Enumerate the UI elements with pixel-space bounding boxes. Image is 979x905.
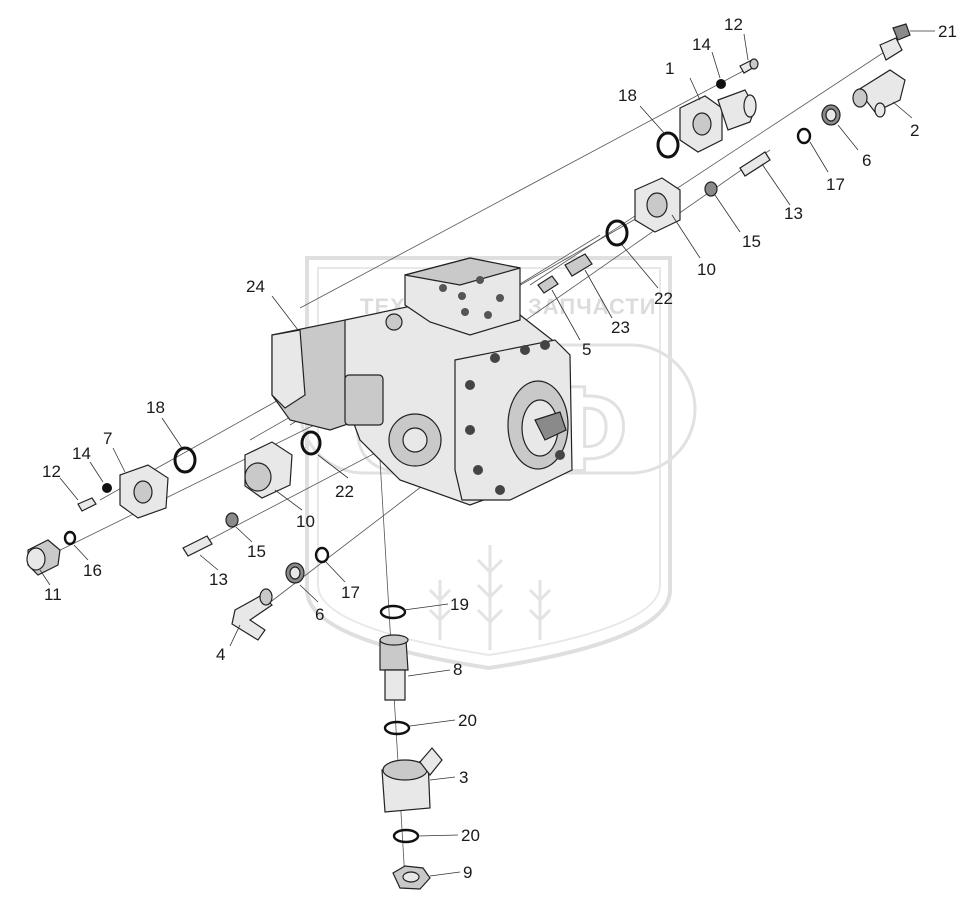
callout-15-top: 15 bbox=[742, 232, 761, 251]
part-5-fitting bbox=[537, 275, 559, 294]
part-22-oring-top bbox=[605, 219, 629, 247]
callout-23: 23 bbox=[611, 318, 630, 337]
part-17-oring-left bbox=[314, 546, 330, 564]
part-7-flange-plate bbox=[119, 464, 169, 519]
top-plug bbox=[385, 313, 403, 331]
callout-13-left: 13 bbox=[209, 570, 228, 589]
part-3-banjo bbox=[381, 747, 443, 813]
left-parts bbox=[26, 430, 330, 641]
part-18-oring-top bbox=[656, 131, 680, 159]
callout-18-top: 18 bbox=[618, 86, 637, 105]
main-pump-assembly bbox=[271, 257, 573, 506]
callout-22-mid: 22 bbox=[335, 482, 354, 501]
part-18-oring-left bbox=[173, 446, 197, 474]
callout-1: 1 bbox=[665, 59, 674, 78]
callout-13-top: 13 bbox=[784, 204, 803, 223]
part-20-oring-bottom bbox=[392, 828, 420, 844]
callout-24: 24 bbox=[246, 277, 265, 296]
part-4-elbow bbox=[231, 588, 273, 641]
side-valve-block bbox=[344, 374, 384, 426]
watermark-right-text: ЗАПЧАСТИ bbox=[528, 294, 657, 319]
part-6-nut-top bbox=[821, 104, 841, 126]
part-15-washer-left bbox=[225, 512, 239, 528]
part-14-ball-top bbox=[716, 79, 726, 89]
part-19-oring bbox=[379, 604, 407, 620]
callout-22-top: 22 bbox=[654, 289, 673, 308]
bottom-parts bbox=[379, 604, 443, 890]
watermark-shield-inner bbox=[317, 267, 661, 657]
callout-18-left: 18 bbox=[146, 398, 165, 417]
drive-shaft bbox=[534, 411, 567, 441]
front-flange-bolts bbox=[465, 340, 565, 495]
callout-10-left: 10 bbox=[296, 512, 315, 531]
part-1-flange-elbow bbox=[679, 89, 757, 153]
callout-8: 8 bbox=[453, 660, 462, 679]
callout-6-left: 6 bbox=[315, 605, 324, 624]
part-10-flange-left bbox=[244, 441, 293, 499]
callout-11: 11 bbox=[44, 585, 62, 604]
part-12-screw-left bbox=[77, 497, 97, 512]
callout-14-top: 14 bbox=[692, 35, 711, 54]
part-23-fitting bbox=[564, 253, 593, 277]
part-13-pin-top bbox=[739, 151, 771, 177]
callout-14-left: 14 bbox=[72, 444, 91, 463]
callout-3: 3 bbox=[459, 768, 468, 787]
part-16-oring bbox=[63, 530, 77, 546]
callout-labels: 12 14 21 1 18 2 6 17 13 15 10 22 23 5 24… bbox=[42, 15, 957, 882]
part-20-oring-top bbox=[383, 720, 411, 736]
part-2-tee-fitting bbox=[852, 37, 906, 118]
upper-parts bbox=[537, 23, 911, 294]
callout-20-top: 20 bbox=[458, 711, 477, 730]
callout-17-top: 17 bbox=[826, 175, 845, 194]
part-21-cap bbox=[892, 23, 911, 41]
part-12-screw-top bbox=[739, 58, 759, 74]
callout-5: 5 bbox=[582, 340, 591, 359]
part-9-nut bbox=[392, 865, 431, 890]
part-22-oring-mid bbox=[300, 430, 322, 456]
callout-12-top: 12 bbox=[724, 15, 743, 34]
leader-lines bbox=[39, 30, 935, 877]
callout-21: 21 bbox=[938, 22, 957, 41]
part-13-pin-left bbox=[182, 535, 213, 557]
callout-20-bottom: 20 bbox=[461, 826, 480, 845]
part-15-washer-top bbox=[704, 181, 718, 197]
part-6-nut-left bbox=[285, 562, 305, 584]
callout-4: 4 bbox=[216, 645, 225, 664]
side-port-inner bbox=[402, 427, 428, 453]
part-14-ball-left bbox=[102, 483, 112, 493]
control-block-top bbox=[404, 257, 521, 286]
callout-6-top: 6 bbox=[862, 151, 871, 170]
part-17-oring-top bbox=[796, 127, 812, 145]
callout-17-left: 17 bbox=[341, 583, 360, 602]
part-11-plug bbox=[26, 539, 61, 576]
callout-16: 16 bbox=[83, 561, 102, 580]
watermark-wheat-icon bbox=[428, 545, 552, 650]
callout-2: 2 bbox=[910, 121, 919, 140]
control-block-bolts bbox=[439, 276, 504, 319]
callout-19: 19 bbox=[450, 595, 469, 614]
watermark-shield bbox=[305, 256, 672, 671]
pump-24-rear-face bbox=[271, 329, 306, 409]
callout-12-left: 12 bbox=[42, 462, 61, 481]
callout-9: 9 bbox=[463, 863, 472, 882]
callout-7: 7 bbox=[103, 429, 112, 448]
part-8-adapter bbox=[379, 634, 409, 701]
part-10-flange-top bbox=[634, 177, 681, 233]
callout-10-top: 10 bbox=[697, 260, 716, 279]
callout-15-left: 15 bbox=[247, 542, 266, 561]
